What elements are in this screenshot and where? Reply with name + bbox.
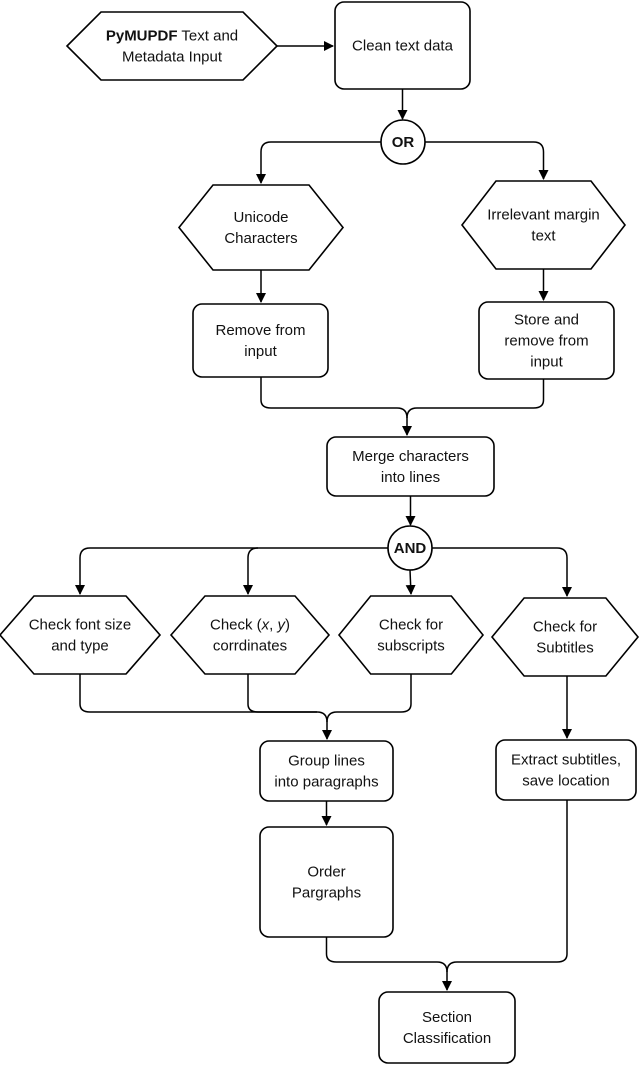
clean-rect-shape bbox=[334, 1, 471, 90]
node-or: OR bbox=[380, 119, 426, 165]
node-coords: Check (x, y)corrdinates bbox=[169, 595, 331, 675]
unicode-hexagon-shape bbox=[177, 184, 345, 271]
edge-coords-group bbox=[247, 674, 317, 713]
section-rect-shape bbox=[378, 991, 516, 1064]
connector-layer bbox=[75, 41, 572, 991]
font-hexagon-shape bbox=[0, 595, 162, 675]
edge-store-merge bbox=[406, 379, 545, 419]
edge-remove-merge bbox=[260, 377, 408, 419]
node-extract: Extract subtitles,save location bbox=[495, 739, 637, 801]
extract-rect-shape bbox=[495, 739, 637, 801]
edge-and-subscripts bbox=[405, 569, 416, 595]
order-rect-shape bbox=[259, 826, 394, 938]
or-label: OR bbox=[392, 134, 415, 151]
coords-hexagon-shape bbox=[169, 595, 331, 675]
coords-label: Check (x, y)corrdinates bbox=[210, 617, 290, 655]
merge-rect-shape bbox=[326, 436, 495, 497]
edge-or-margin bbox=[425, 141, 549, 180]
subtitles-hexagon-shape bbox=[490, 597, 640, 677]
node-clean: Clean text data bbox=[334, 1, 471, 90]
node-and: AND bbox=[387, 525, 433, 571]
edge-subscripts-group bbox=[326, 674, 412, 723]
store-rect-shape bbox=[478, 301, 615, 380]
subscripts-hexagon-shape bbox=[337, 595, 485, 675]
edge-font-group bbox=[79, 674, 328, 723]
edge-extract-section bbox=[446, 800, 568, 973]
extract-label: Extract subtitles,save location bbox=[511, 752, 621, 790]
edge-and-subtitles bbox=[432, 547, 572, 597]
clean-label: Clean text data bbox=[352, 38, 454, 55]
edge-order-section bbox=[325, 937, 448, 973]
input-hexagon-shape bbox=[65, 11, 279, 81]
and-circle-shape bbox=[387, 525, 433, 571]
margin-hexagon-shape bbox=[460, 180, 627, 270]
edge-and-font bbox=[75, 547, 388, 595]
or-circle-shape bbox=[380, 119, 426, 165]
edge-and-coords bbox=[243, 547, 259, 595]
remove-rect-shape bbox=[192, 303, 329, 378]
group-rect-shape bbox=[259, 740, 394, 802]
and-label: AND bbox=[394, 540, 427, 557]
edge-or-unicode bbox=[256, 141, 381, 184]
